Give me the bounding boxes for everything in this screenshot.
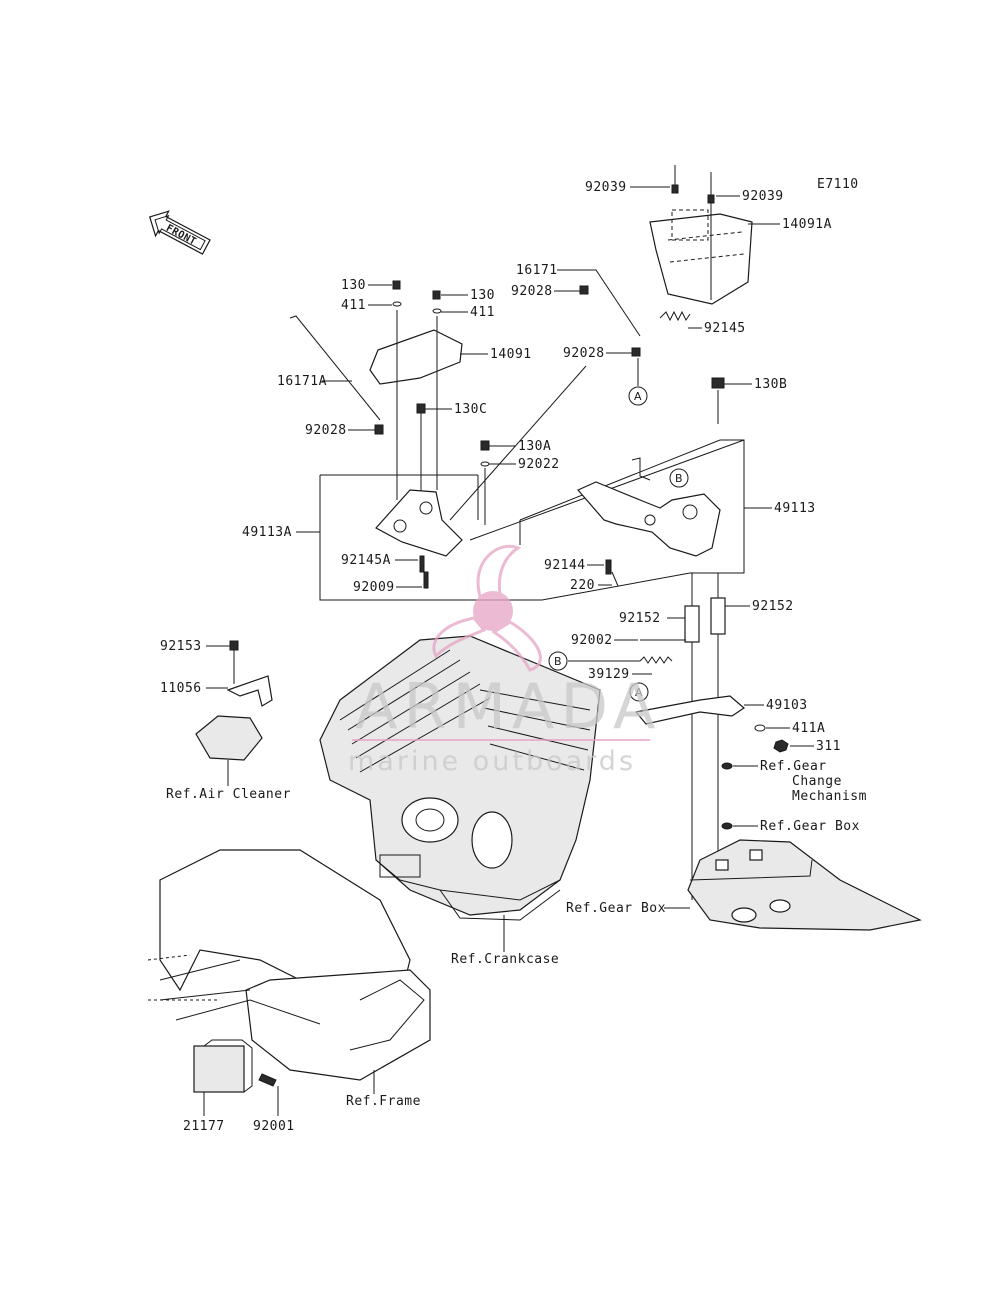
part-label-92028-top: 92028 <box>511 284 553 299</box>
part-label-311: 311 <box>816 739 841 754</box>
part-label-92144: 92144 <box>544 558 586 573</box>
lever-49103 <box>634 695 745 725</box>
part-label-130-right: 130 <box>470 288 495 303</box>
spacer-92152-left <box>684 605 700 643</box>
part-label-16171A: 16171A <box>277 374 327 389</box>
gear-box <box>687 839 922 931</box>
bracket-11056 <box>226 675 273 707</box>
part-label-411A: 411A <box>792 721 825 736</box>
ref-gear-change-line2: Change <box>792 774 842 789</box>
part-label-130A: 130A <box>518 439 551 454</box>
callout-A-lower <box>629 682 649 702</box>
bracket-49113 <box>519 377 745 601</box>
part-label-92152-left: 92152 <box>619 611 661 626</box>
part-label-11056: 11056 <box>160 681 202 696</box>
ref-frame: Ref.Frame <box>346 1094 421 1109</box>
svg-text:B: B <box>675 472 683 485</box>
part-label-92009: 92009 <box>353 580 395 595</box>
callout-B-top <box>669 468 689 488</box>
part-label-220: 220 <box>570 578 595 593</box>
part-label-92039-left: 92039 <box>585 180 627 195</box>
engine-crankcase <box>319 635 601 921</box>
ref-gear-box-lower: Ref.Gear Box <box>566 901 666 916</box>
watermark-brand: ARMADA <box>355 670 661 743</box>
cover-14091 <box>369 280 463 500</box>
svg-text:A: A <box>635 686 643 699</box>
relay-21177 <box>193 1045 245 1093</box>
ref-air-cleaner: Ref.Air Cleaner <box>166 787 291 802</box>
part-label-92022: 92022 <box>518 457 560 472</box>
part-label-49113: 49113 <box>774 501 816 516</box>
part-label-14091A: 14091A <box>782 217 832 232</box>
part-label-130C: 130C <box>454 402 487 417</box>
ref-gear-change-line3: Mechanism <box>792 789 867 804</box>
air-cleaner-part <box>195 715 263 761</box>
part-label-411-right: 411 <box>470 305 495 320</box>
part-label-92001: 92001 <box>253 1119 295 1134</box>
part-label-39129: 39129 <box>588 667 630 682</box>
part-label-92145: 92145 <box>704 321 746 336</box>
part-label-92153: 92153 <box>160 639 202 654</box>
watermark-tagline: marine outboards <box>348 746 636 777</box>
svg-text:A: A <box>634 390 642 403</box>
part-label-130B: 130B <box>754 377 787 392</box>
part-label-16171: 16171 <box>516 263 558 278</box>
spacer-92152-right <box>710 597 726 635</box>
frame <box>147 849 431 1081</box>
callout-B-lower <box>548 651 568 671</box>
part-label-92028-left: 92028 <box>305 423 347 438</box>
armada-watermark: ARMADA marine outboards <box>348 544 661 777</box>
part-label-92145A: 92145A <box>341 553 391 568</box>
part-label-14091: 14091 <box>490 347 532 362</box>
part-label-92002: 92002 <box>571 633 613 648</box>
part-label-49103: 49103 <box>766 698 808 713</box>
callout-A-top <box>628 386 648 406</box>
part-label-411-left: 411 <box>341 298 366 313</box>
svg-text:B: B <box>554 655 562 668</box>
cover-14091A <box>649 165 753 305</box>
diagram-code: E7110 <box>817 177 859 192</box>
bracket-49113A <box>319 365 745 601</box>
part-label-21177: 21177 <box>183 1119 225 1134</box>
part-label-49113A: 49113A <box>242 525 292 540</box>
part-label-92152-right: 92152 <box>752 599 794 614</box>
part-label-130-left: 130 <box>341 278 366 293</box>
ref-gear-change-line1: Ref.Gear <box>760 759 827 774</box>
propeller-logo-icon <box>432 544 542 672</box>
ref-gear-box-upper: Ref.Gear Box <box>760 819 860 834</box>
ref-crankcase: Ref.Crankcase <box>451 952 559 967</box>
front-arrow-icon: FRONT <box>148 210 211 255</box>
part-label-92039-right: 92039 <box>742 189 784 204</box>
part-label-92028-mid: 92028 <box>563 346 605 361</box>
